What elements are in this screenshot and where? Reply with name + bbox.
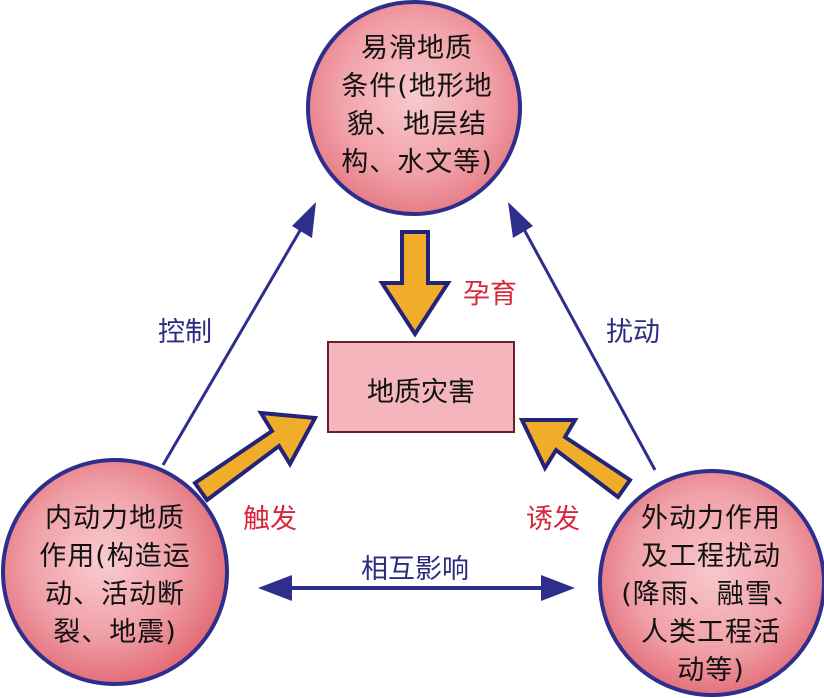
node-right-text: 外动力作用 及工程扰动 (降雨、融雪、 人类工程活 动等) xyxy=(621,503,801,686)
label-control: 控制 xyxy=(158,317,212,348)
center-box xyxy=(327,341,515,433)
node-top-circle xyxy=(306,0,522,216)
node-top-text: 易滑地质 条件(地形地 貌、地层结 构、水文等) xyxy=(341,33,493,178)
node-left-text: 内动力地质 作用(构造运 动、活动断 裂、地震) xyxy=(39,503,191,648)
node-left-circle xyxy=(1,458,229,686)
center-box-text: 地质灾害 xyxy=(367,377,475,408)
arrow-trigger-left xyxy=(192,410,319,503)
arrow-trigger-right xyxy=(518,418,633,500)
arrow-breed xyxy=(378,230,452,338)
label-breed: 孕育 xyxy=(463,279,517,310)
label-interact: 相互影响 xyxy=(361,554,469,585)
node-right-circle xyxy=(598,469,824,697)
label-trigger-left: 触发 xyxy=(243,504,297,535)
label-disturb: 扰动 xyxy=(606,317,660,348)
label-trigger-right: 诱发 xyxy=(526,504,580,535)
arrow-interact xyxy=(258,575,575,601)
arrow-disturb xyxy=(508,202,657,471)
arrow-control xyxy=(161,202,316,466)
